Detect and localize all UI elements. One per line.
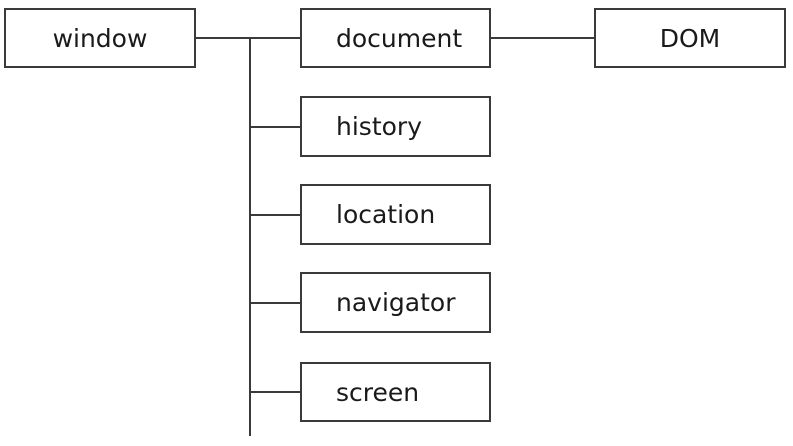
node-dom: DOM <box>594 8 786 68</box>
node-location: location <box>300 184 491 245</box>
node-navigator: navigator <box>300 272 491 333</box>
node-window: window <box>4 8 196 68</box>
node-screen: screen <box>300 362 491 422</box>
node-history: history <box>300 96 491 157</box>
node-document: document <box>300 8 491 68</box>
